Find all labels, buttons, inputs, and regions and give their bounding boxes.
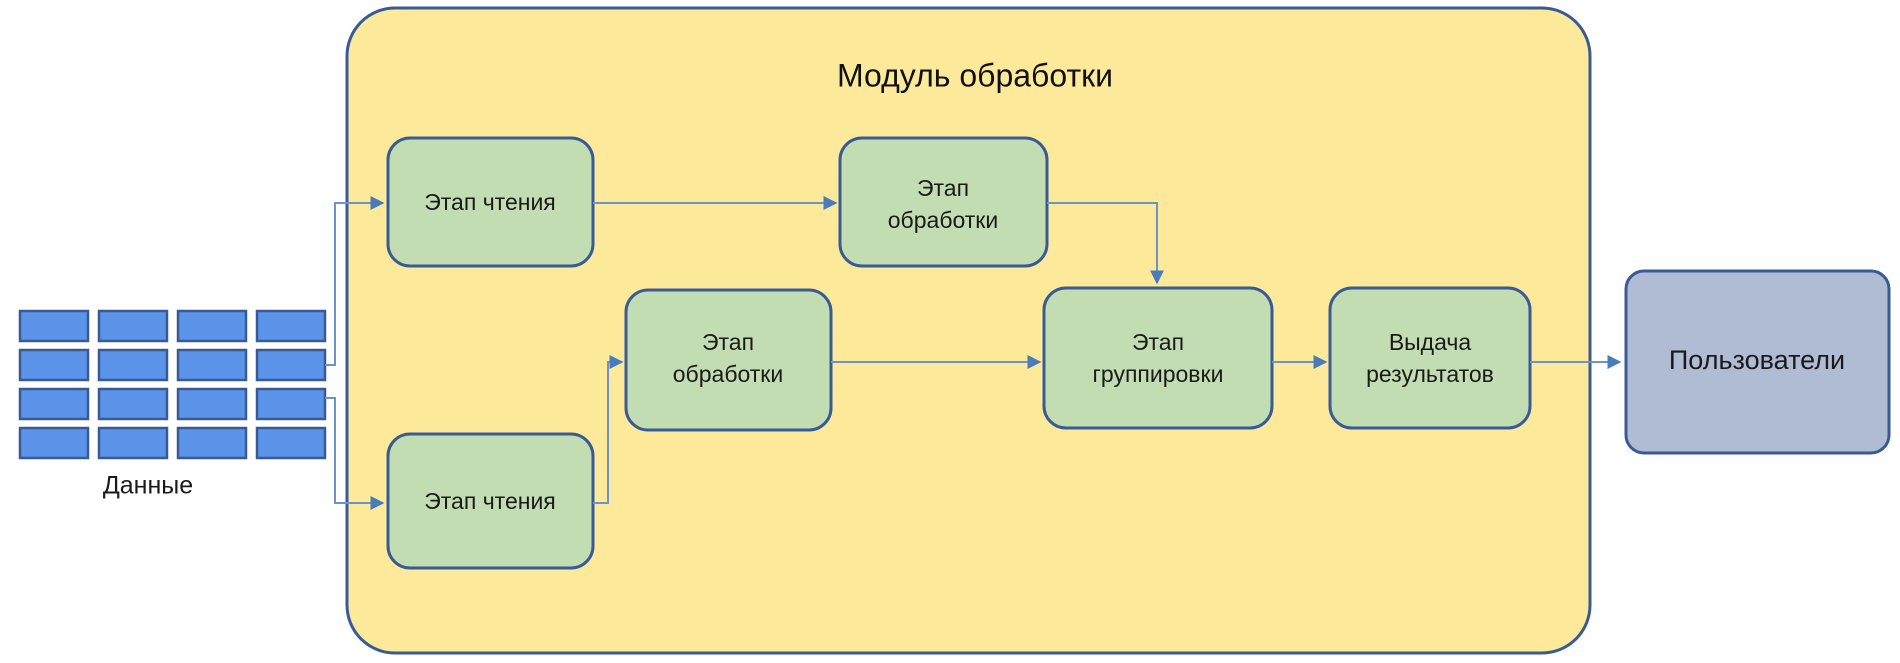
processing-module-box (345, 6, 1592, 655)
data-block (255, 348, 327, 382)
data-block (97, 348, 169, 382)
data-block-grid (18, 309, 327, 460)
data-block (176, 426, 248, 460)
node-read-stage-bottom-label: Этап чтения (424, 488, 556, 514)
node-grouping-stage-box[interactable] (1042, 286, 1274, 430)
data-source-label: Данные (103, 472, 193, 500)
node-read-stage-top-label: Этап чтения (424, 189, 556, 215)
node-output-stage-label-line1: Выдача (1389, 329, 1472, 355)
edge-proc-top-to-group (1047, 202, 1164, 285)
data-block (255, 387, 327, 421)
node-processing-stage-top[interactable]: Этап обработки (838, 136, 1049, 268)
node-processing-stage-middle-label-line2: обработки (673, 361, 783, 387)
node-read-stage-bottom-box[interactable] (386, 432, 595, 570)
node-output-stage[interactable]: Выдача результатов (1328, 286, 1532, 430)
node-output-stage-label-line2: результатов (1366, 361, 1494, 387)
processing-module-container: Модуль обработки (345, 6, 1592, 655)
data-block (18, 309, 90, 343)
node-processing-stage-top-label-line1: Этап (917, 175, 969, 201)
node-users-actor-label: Пользователи (1669, 345, 1845, 375)
edge-read-bottom-to-proc-mid (593, 355, 624, 504)
node-processing-stage-top-box[interactable] (838, 136, 1049, 268)
data-source-group: Данные (18, 309, 327, 500)
edge-data-to-read-bottom (325, 397, 385, 510)
data-block (18, 426, 90, 460)
node-processing-stage-middle[interactable]: Этап обработки (624, 288, 833, 432)
node-output-stage-box[interactable] (1328, 286, 1532, 430)
node-grouping-stage-label-line2: группировки (1093, 361, 1224, 387)
data-block (97, 387, 169, 421)
node-read-stage-bottom[interactable]: Этап чтения (386, 432, 595, 570)
node-grouping-stage-label-line1: Этап (1132, 329, 1184, 355)
node-processing-stage-top-label-line2: обработки (888, 207, 998, 233)
data-block (97, 426, 169, 460)
node-users-actor-box[interactable] (1624, 269, 1891, 455)
node-processing-stage-middle-box[interactable] (624, 288, 833, 432)
node-grouping-stage[interactable]: Этап группировки (1042, 286, 1274, 430)
node-processing-stage-middle-label-line1: Этап (702, 329, 754, 355)
edge-data-to-read-top (325, 196, 385, 366)
data-block (176, 387, 248, 421)
processing-module-title: Модуль обработки (837, 57, 1113, 93)
data-block (255, 426, 327, 460)
node-read-stage-top[interactable]: Этап чтения (386, 136, 595, 268)
node-users-actor[interactable]: Пользователи (1624, 269, 1891, 455)
data-block (18, 348, 90, 382)
data-block (176, 309, 248, 343)
data-block (18, 387, 90, 421)
data-block (255, 309, 327, 343)
data-block (176, 348, 248, 382)
data-block (97, 309, 169, 343)
